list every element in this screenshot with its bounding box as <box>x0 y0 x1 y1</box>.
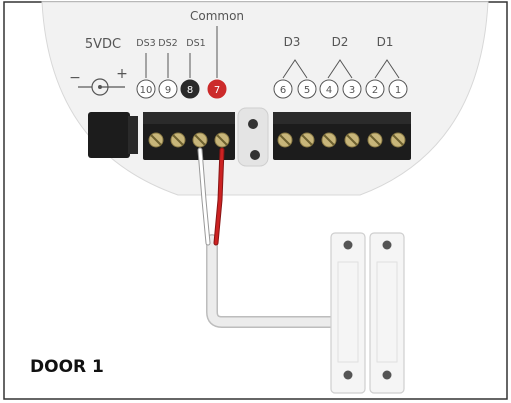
dc-jack <box>88 112 130 158</box>
terminal-label: 1 <box>395 85 401 96</box>
screw-icon <box>367 132 383 148</box>
left-terminal-labels: 10 9 8 7 <box>136 79 227 99</box>
door-sensor <box>330 232 405 394</box>
cable-jacket <box>207 235 340 327</box>
terminal-label: 8 <box>187 85 193 96</box>
screw-icon <box>214 132 230 148</box>
screw-icon <box>344 132 360 148</box>
d2-label: D2 <box>332 35 349 49</box>
d3-label: D3 <box>284 35 301 49</box>
red-wire <box>214 148 224 245</box>
terminal-label: 6 <box>280 85 286 96</box>
screw-icon <box>192 132 208 148</box>
screw-icon <box>170 132 186 148</box>
terminal-label: 9 <box>165 85 171 96</box>
right-terminal-labels: 6 5 4 3 2 1 <box>273 79 408 99</box>
terminal-label: 5 <box>304 85 310 96</box>
white-wire <box>198 148 210 245</box>
door-title: DOOR 1 <box>30 357 104 377</box>
terminal-label: 2 <box>372 85 378 96</box>
screw-icon <box>321 132 337 148</box>
right-terminal-block <box>273 112 411 160</box>
screw-icon <box>148 132 164 148</box>
terminal-label: 7 <box>214 85 220 96</box>
d1-label: D1 <box>377 35 394 49</box>
power-minus-label: − <box>69 70 81 86</box>
ds1-label: DS1 <box>186 38 205 49</box>
mounting-hole-icon <box>237 107 269 167</box>
terminal-label: 3 <box>349 85 355 96</box>
power-label: 5VDC <box>85 37 121 52</box>
left-terminal-block <box>143 112 235 160</box>
power-plus-label: + <box>116 66 128 82</box>
ds3-label: DS3 <box>136 38 155 49</box>
screw-icon <box>390 132 406 148</box>
screw-icon <box>299 132 315 148</box>
dc-power-jack-icon: − + <box>69 66 128 96</box>
ds2-label: DS2 <box>158 38 177 49</box>
common-label: Common <box>190 9 244 23</box>
terminal-label: 4 <box>326 85 332 96</box>
screw-icon <box>277 132 293 148</box>
terminal-label: 10 <box>140 85 153 96</box>
